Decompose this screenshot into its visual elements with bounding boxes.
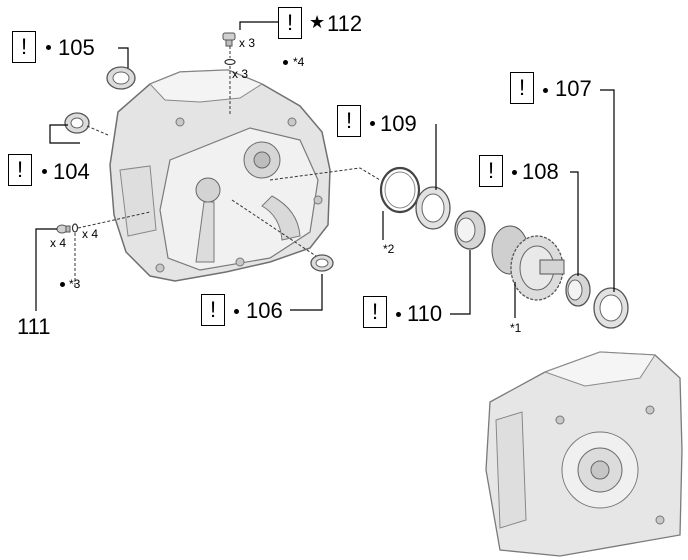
leader-lines [35,21,615,318]
caution-box-107: ! [510,72,534,104]
note-dot-3 [60,282,65,287]
part-number-111: 111 [17,314,51,339]
caution-box-110: ! [363,296,387,328]
caution-box-105: ! [12,31,36,63]
caution-box-112: ! [278,7,302,39]
callout-dot-106 [234,309,239,314]
callout-dot-104 [42,169,47,174]
bearing-110 [454,210,486,250]
qty-x3-top: x 3 [239,36,256,50]
note-star2: *2 [383,242,395,256]
transaxle-case-housing [109,69,331,282]
bearing-outer-race-109 [415,186,451,230]
part-number-109: 109 [380,111,417,136]
shim-ring [379,166,421,214]
note-star3: *3 [69,277,81,291]
callout-dot-105 [46,45,51,50]
bearing-108 [565,273,591,307]
callout-dot-108 [512,170,517,175]
caution-box-104: ! [8,154,32,186]
caution-box-109: ! [337,105,361,137]
callout-dot-109 [370,121,375,126]
qty-x4-left: x 4 [50,236,67,250]
caution-box-106: ! [201,294,225,326]
note-star4: *4 [293,55,305,69]
part-number-112: 112 [327,11,363,36]
qty-x3-mid: x 3 [232,67,249,81]
qty-x4-right: x 4 [82,227,99,241]
callout-dot-110 [396,312,401,317]
o-ring-left [71,223,79,233]
caution-box-108: ! [479,155,503,187]
star-mark-112: ★ [309,12,326,32]
bearing-outer-race-107 [593,287,629,329]
oil-seal-105 [106,66,136,90]
oil-seal-104 [64,112,90,134]
part-number-107: 107 [555,76,592,101]
note-star1: *1 [510,321,522,335]
part-number-106: 106 [246,298,283,323]
part-number-105: 105 [58,35,95,60]
plug-112 [222,32,236,47]
transaxle-housing-reference-view [485,351,683,557]
part-number-104: 104 [53,159,90,184]
plug-111 [56,224,71,234]
part-number-108: 108 [522,159,559,184]
dashed-guides [74,46,381,286]
differential-assembly [491,225,565,301]
callout-dot-107 [543,88,548,93]
o-ring-top [224,58,236,66]
oil-seal-106 [310,254,334,272]
part-number-110: 110 [407,301,443,326]
note-dot-4 [283,60,288,65]
